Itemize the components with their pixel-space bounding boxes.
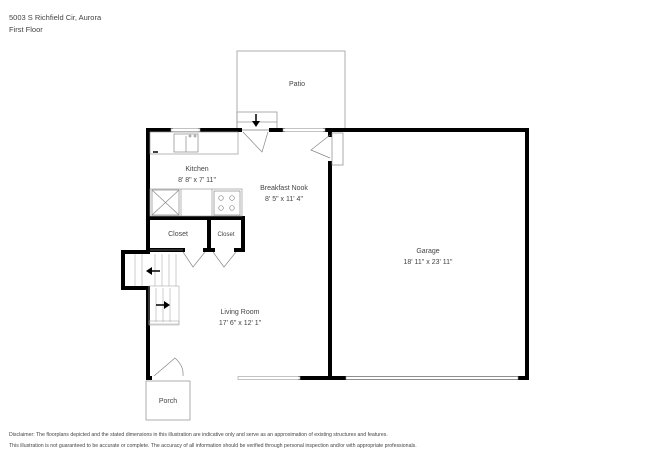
floor-label: First Floor (9, 25, 43, 34)
room-name: Patio (289, 81, 305, 88)
room-dims: 18' 11" x 23' 11" (403, 259, 453, 266)
stairs-down-arrow-icon (146, 267, 160, 275)
room-dims: 17' 6" x 12' 1" (218, 320, 262, 327)
disclaimer-line-1: Disclaimer: The floorplans depicted and … (9, 432, 388, 438)
room-porch: Porch (159, 396, 177, 407)
stove-icon (213, 190, 241, 216)
doors (153, 131, 344, 377)
porch-outline (145, 380, 191, 421)
refrigerator-icon (151, 189, 180, 216)
room-living-room: Living Room 17' 6" x 12' 1" (219, 307, 261, 329)
kitchen-counters (149, 131, 243, 217)
room-name: Kitchen (185, 166, 209, 173)
room-closet-2: Closet (217, 230, 234, 241)
sink-icon (173, 133, 199, 153)
room-name: Closet (217, 232, 235, 238)
room-name: Living Room (220, 309, 260, 316)
room-name: Porch (158, 398, 178, 405)
patio-entry-arrow-icon (252, 114, 260, 127)
stairs-up-arrow-icon (156, 301, 170, 309)
room-breakfast-nook: Breakfast Nook 8' 5" x 11' 4" (260, 183, 308, 205)
patio-outline (236, 50, 346, 131)
room-name: Breakfast Nook (260, 185, 308, 192)
windows (170, 128, 519, 380)
room-dims: 8' 8" x 7' 11" (178, 177, 216, 184)
room-garage: Garage 18' 11" x 23' 11" (403, 246, 452, 268)
room-closet-1: Closet (168, 229, 188, 240)
property-address: 5003 S Richfield Cir, Aurora (9, 13, 102, 22)
stairs (134, 249, 183, 326)
room-patio: Patio (289, 79, 305, 90)
disclaimer-line-2: This illustration is not guaranteed to b… (9, 443, 417, 449)
room-name: Garage (416, 248, 440, 255)
room-name: Closet (168, 231, 188, 238)
room-dims: 8' 5" x 11' 4" (265, 196, 303, 203)
room-kitchen: Kitchen 8' 8" x 7' 11" (178, 164, 216, 186)
